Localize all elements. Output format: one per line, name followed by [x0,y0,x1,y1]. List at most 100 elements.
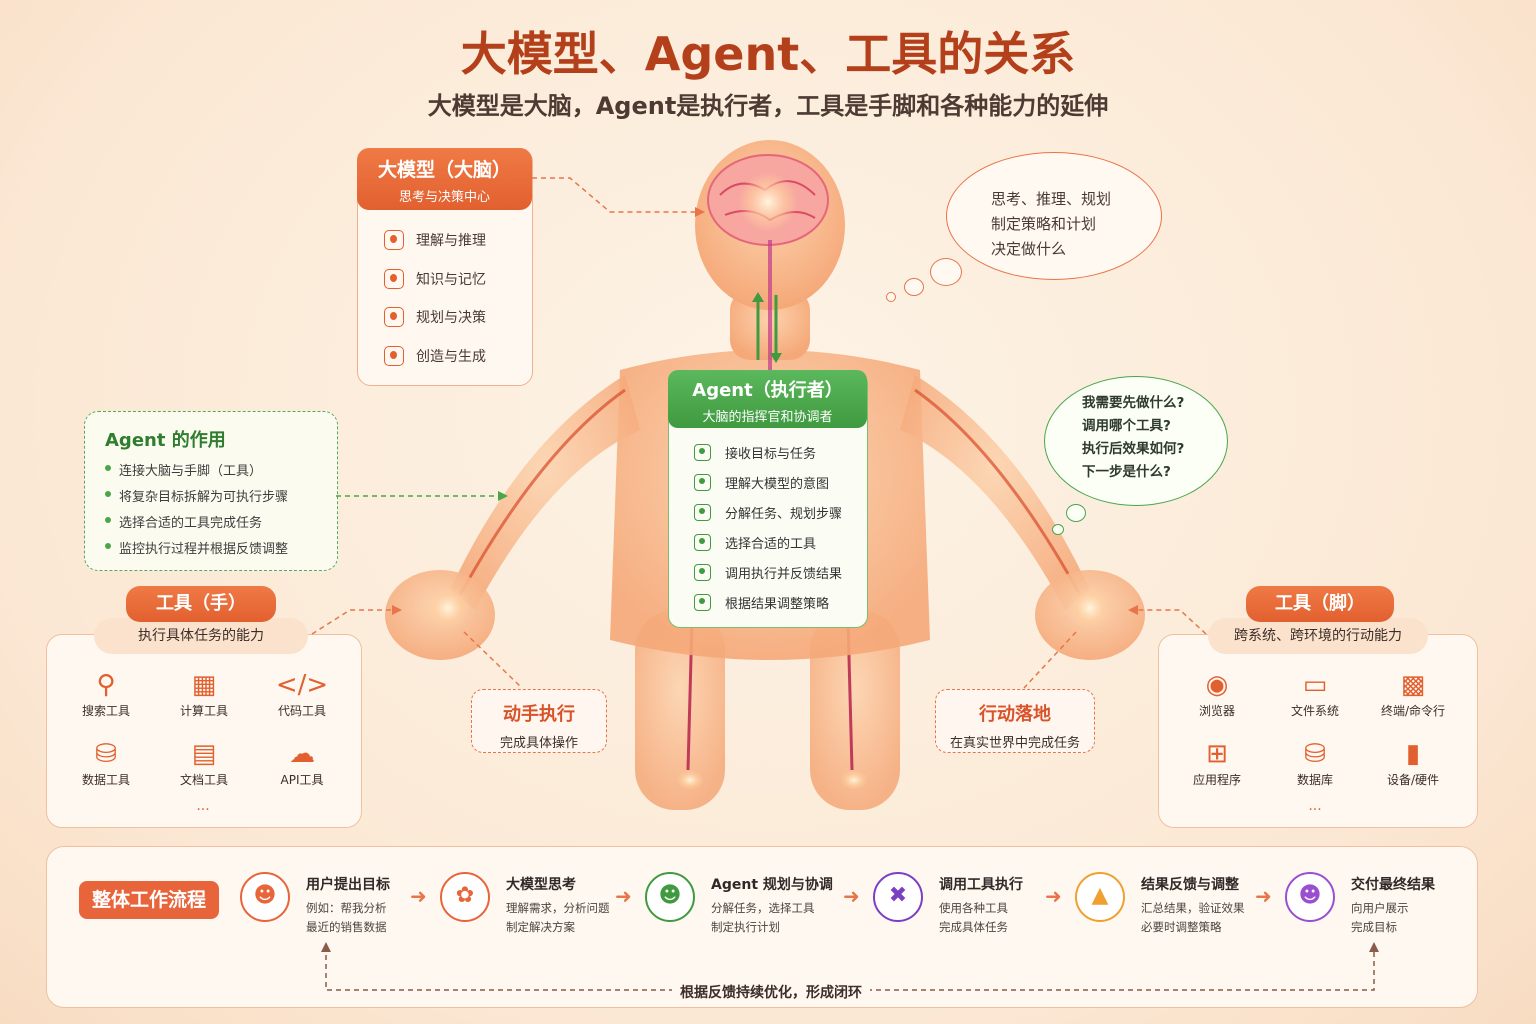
database-icon: ⛁ [1304,739,1326,769]
step-title: 交付最终结果 [1351,877,1435,893]
flow-arrow-icon: ➜ [1255,884,1272,908]
brain-card-subtitle: 思考与决策中心 [398,190,490,205]
workflow-steps: ☻ 用户提出目标例如：帮我分析最近的销售数据 ➜ ✿ 大模型思考理解需求，分析问题制定解… [240,872,1460,952]
device-icon: ▮ [1405,739,1421,769]
right-arm [900,375,1090,610]
flow-arrow-icon: ➜ [1045,884,1062,908]
workflow-step: 结果反馈与调整汇总结果，验证效果必要时调整策略 [1141,874,1245,937]
folder-icon: ▭ [1302,670,1328,700]
step-desc: 使用各种工具完成具体任务 [939,901,1008,934]
agent-role-item: 选择合适的工具完成任务 [105,512,337,538]
brain-icon: ✿ [440,872,490,922]
feedback-loop-label: 根据反馈持续优化，形成闭环 [672,982,870,1002]
hand-tools-subtitle: 执行具体任务的能力 [94,618,308,654]
chart-icon: ▲ [1075,872,1125,922]
tool-code: </>代码工具 [257,668,347,719]
apps-icon: ⊞ [1206,739,1228,769]
tool-api: ☁API工具 [257,737,347,788]
flow-arrow-icon: ➜ [843,884,860,908]
agent-item: 理解大模型的意图 [694,467,842,497]
agent-card-title: Agent（执行者） [692,380,843,401]
foot-tools-grid: ◉浏览器 ▭文件系统 ▩终端/命令行 ⊞应用程序 ⛁数据库 ▮设备/硬件 [1172,668,1464,788]
workflow-step: 调用工具执行使用各种工具完成具体任务 [939,874,1023,937]
document-icon: ▤ [191,739,217,769]
agent-item: 分解任务、规划步骤 [694,497,842,527]
user-icon: ☻ [1285,872,1335,922]
workflow-title: 整体工作流程 [79,881,219,919]
agent-thought-line: 我需要先做什么? [1082,395,1185,411]
foot-action-callout: 行动落地 在真实世界中完成任务 [935,689,1095,753]
agent-role-item: 监控执行过程并根据反馈调整 [105,538,337,564]
workflow-step: 大模型思考理解需求，分析问题制定解决方案 [506,874,610,937]
thought-line: 决定做什么 [991,240,1067,258]
brain-item: 规划与决策 [384,305,486,329]
globe-icon: ◉ [1205,670,1229,700]
workflow-step: 交付最终结果向用户展示完成目标 [1351,874,1435,937]
target-icon [694,443,711,461]
agent-icon: ☻ [645,872,695,922]
foot-action-title: 行动落地 [979,704,1051,725]
workflow-step: 用户提出目标例如：帮我分析最近的销售数据 [306,874,390,937]
step-desc: 向用户展示完成目标 [1351,901,1409,934]
tool-filesystem: ▭文件系统 [1270,668,1360,719]
agent-item: 接收目标与任务 [694,437,842,467]
agent-role-item: 连接大脑与手脚（工具） [105,460,337,486]
tool-calculator: ▦计算工具 [159,668,249,719]
brain-item: 知识与记忆 [384,267,486,291]
step-desc: 汇总结果，验证效果必要时调整策略 [1141,901,1245,934]
tool-data: ⛁数据工具 [61,737,151,788]
agent-item: 根据结果调整策略 [694,587,842,617]
workflow-panel [46,846,1478,1008]
tool-document: ▤文档工具 [159,737,249,788]
hand-connector-arrow [311,605,402,635]
tools-icon: ✖ [873,872,923,922]
step-desc: 例如：帮我分析最近的销售数据 [306,901,387,934]
creation-icon [384,346,404,366]
brain-item: 理解与推理 [384,228,486,252]
page-title: 大模型、Agent、工具的关系 [460,27,1076,81]
thought-line: 思考、推理、规划 [991,190,1112,208]
select-tool-icon [694,533,711,551]
code-icon: </> [275,670,329,700]
agent-thought-line: 执行后效果如何? [1082,441,1185,457]
foot-tools-title: 工具（脚） [1246,586,1394,622]
calculator-icon: ▦ [191,670,217,700]
reasoning-icon [384,230,404,250]
foot-tools-more: ... [1308,798,1322,814]
page-subtitle: 大模型是大脑，Agent是执行者，工具是手脚和各种能力的延伸 [427,92,1109,120]
hand-action-sub: 完成具体操作 [499,736,578,751]
step-desc: 理解需求，分析问题制定解决方案 [506,901,610,934]
search-icon: ⚲ [96,670,116,700]
agent-item: 选择合适的工具 [694,527,842,557]
left-arm [450,375,640,610]
agent-thought-line: 调用哪个工具? [1082,418,1171,434]
agent-role-item: 将复杂目标拆解为可执行步骤 [105,486,337,512]
agent-item: 调用执行并反馈结果 [694,557,842,587]
flow-arrow-icon: ➜ [410,884,427,908]
hand-action-callout: 动手执行 完成具体操作 [471,689,607,753]
tool-terminal: ▩终端/命令行 [1368,668,1458,719]
step-title: Agent 规划与协调 [711,877,833,893]
agent-card-header: Agent（执行者） 大脑的指挥官和协调者 [668,370,867,428]
terminal-icon: ▩ [1400,670,1426,700]
foot-tools-panel [1158,634,1478,828]
thought-line: 制定策略和计划 [991,215,1097,233]
intent-icon [694,473,711,491]
user-icon: ☻ [240,872,290,922]
hand-tools-more: ... [196,798,210,814]
tool-browser: ◉浏览器 [1172,668,1262,719]
planning-icon [384,307,404,327]
agent-role-title: Agent 的作用 [105,430,226,451]
step-title: 结果反馈与调整 [1141,877,1239,893]
tool-search: ⚲搜索工具 [61,668,151,719]
step-desc: 分解任务，选择工具制定执行计划 [711,901,815,934]
step-title: 用户提出目标 [306,877,390,893]
step-title: 调用工具执行 [939,877,1023,893]
foot-action-sub: 在真实世界中完成任务 [949,736,1080,751]
brain-card-header: 大模型（大脑） 思考与决策中心 [357,148,532,210]
thought-cloud [946,152,1162,280]
step-title: 大模型思考 [506,877,576,893]
agent-card-subtitle: 大脑的指挥官和协调者 [702,410,833,425]
hand-action-title: 动手执行 [503,704,575,725]
brain-connector-arrow [532,177,705,217]
